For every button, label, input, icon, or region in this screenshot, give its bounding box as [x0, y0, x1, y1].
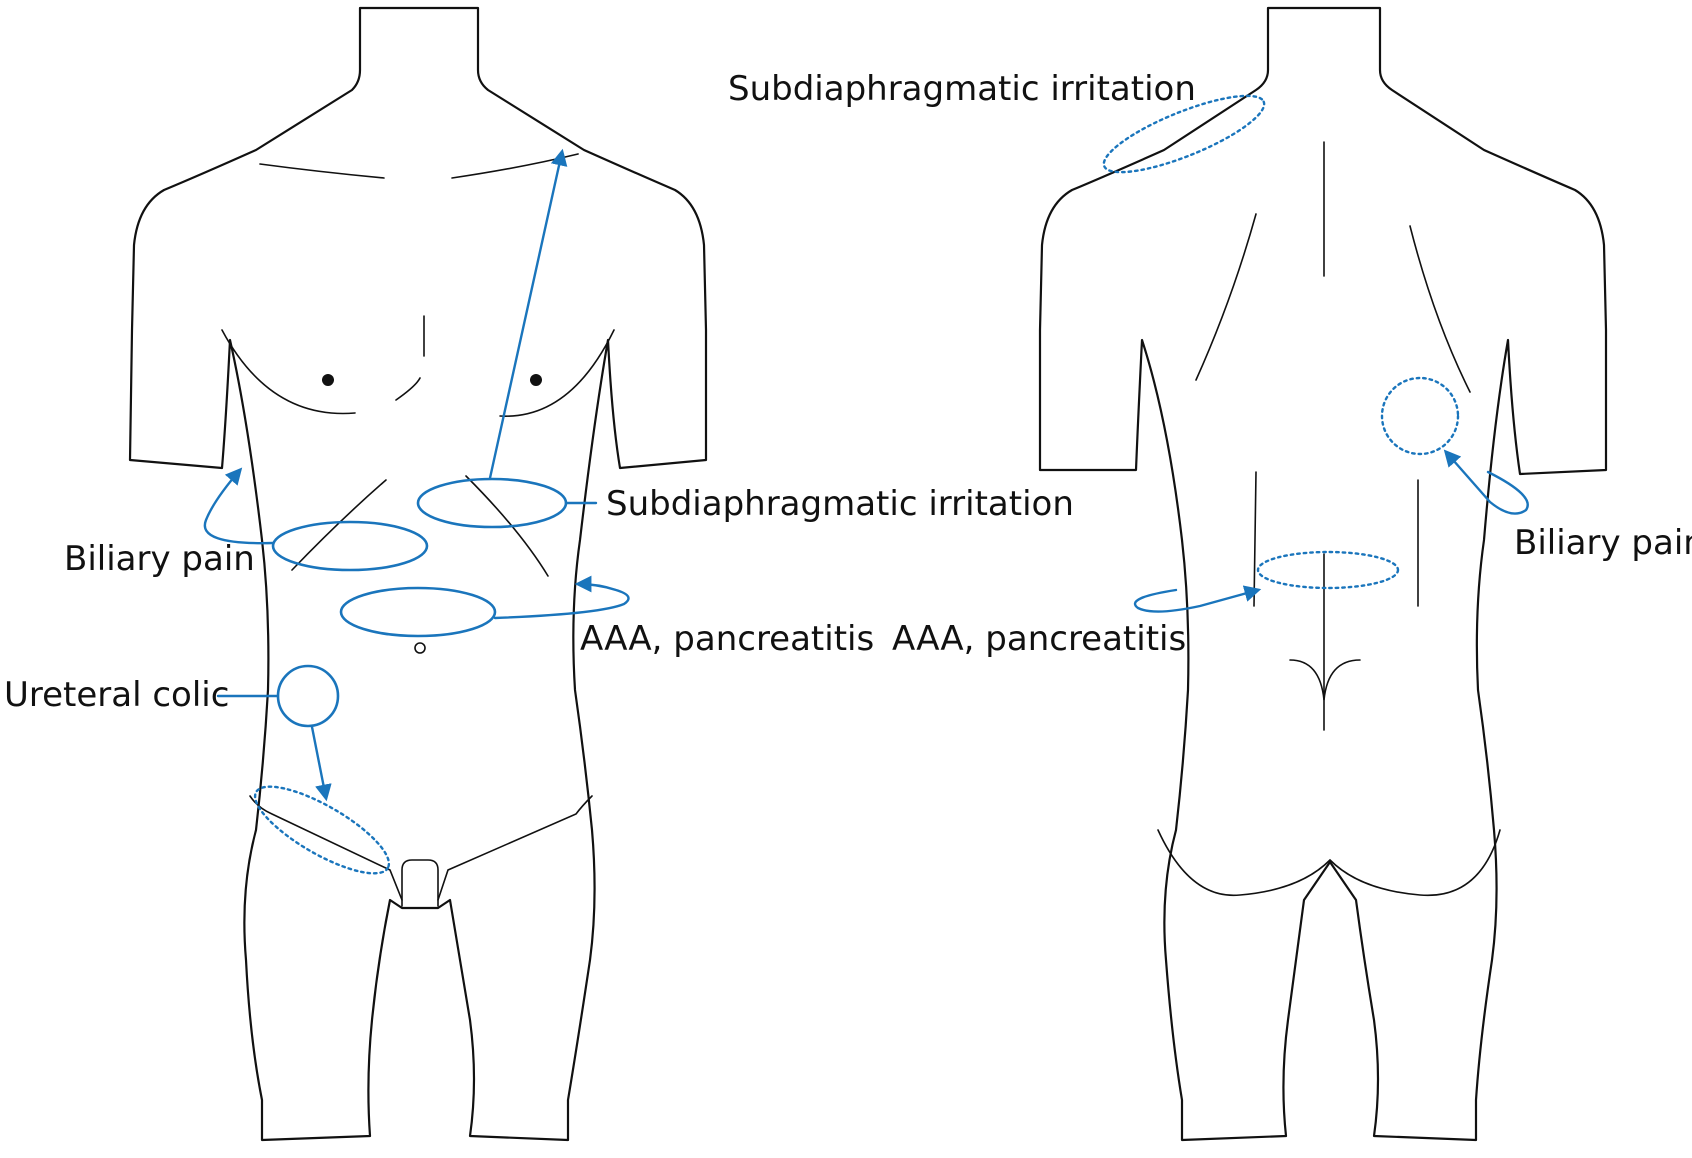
- arrow-aaa-back: [1133, 585, 1262, 613]
- front-inguinal-right: [249, 795, 403, 901]
- zone-ureteral: [276, 664, 340, 728]
- label-biliary-back: Biliary pain: [1514, 523, 1692, 563]
- front-genital-outline: [401, 859, 439, 907]
- front-inguinal-left: [437, 795, 593, 901]
- front-figure: [128, 6, 708, 1142]
- zone-biliary-back: [1380, 376, 1460, 456]
- front-xiphoid: [395, 377, 421, 401]
- label-aaa-back: AAA, pancreatitis: [892, 619, 1186, 659]
- labels: Subdiaphragmatic irritation Biliary pain…: [4, 69, 1692, 715]
- front-pec-right: [221, 329, 356, 415]
- zone-biliary-front: [271, 520, 429, 572]
- front-nipple-left: [530, 374, 542, 386]
- arrow-ureteral: [310, 725, 332, 802]
- arrow-subdiaphragmatic-front: [488, 148, 568, 480]
- label-aaa-front: AAA, pancreatitis: [580, 619, 874, 659]
- back-figure: [1038, 6, 1608, 1142]
- label-subdiaphragmatic-back: Subdiaphragmatic irritation: [728, 69, 1196, 109]
- front-pec-left: [499, 329, 615, 417]
- arrow-biliary-back: [1443, 449, 1529, 515]
- label-ureteral: Ureteral colic: [4, 675, 229, 715]
- arrow-aaa-front: [493, 575, 630, 620]
- back-scapula-right: [1195, 213, 1257, 381]
- label-biliary-front: Biliary pain: [64, 539, 255, 579]
- zone-aaa-front: [339, 586, 497, 638]
- label-subdiaphragmatic-front: Subdiaphragmatic irritation: [606, 484, 1074, 524]
- front-pain-zones: [203, 148, 630, 875]
- arrow-biliary-front: [203, 467, 275, 545]
- back-lumbar-right: [1253, 471, 1257, 607]
- front-navel: [414, 642, 426, 654]
- back-pain-zones: [1102, 94, 1529, 613]
- back-buttocks: [1157, 829, 1501, 897]
- back-sacrum: [1289, 659, 1361, 701]
- front-costal-left: [465, 475, 549, 577]
- zone-groin-referred: [253, 785, 391, 875]
- back-body-outline: [1038, 6, 1608, 1142]
- back-scapula-left: [1409, 225, 1471, 393]
- front-collarbone-right: [259, 163, 385, 179]
- zone-subdiaphragmatic-back: [1102, 94, 1266, 174]
- zone-aaa-back: [1256, 550, 1400, 590]
- front-nipple-right: [322, 374, 334, 386]
